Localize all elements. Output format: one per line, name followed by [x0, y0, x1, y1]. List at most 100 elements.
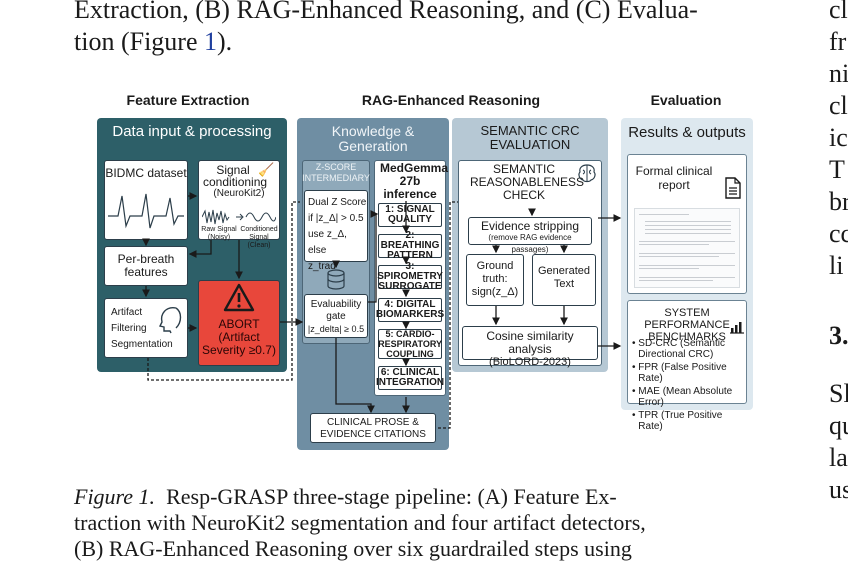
step-6: 6: CLINICAL INTEGRATION — [375, 366, 445, 390]
flow-arrows — [142, 192, 622, 429]
artifact-line: Filtering — [111, 323, 147, 334]
zscore-line: z_trad — [308, 261, 336, 272]
step-1: 1: SIGNAL QUALITY — [378, 203, 442, 227]
stage-c-heading: Evaluation — [650, 92, 722, 108]
per-breath-features-label: Per-breath features — [117, 252, 175, 279]
abort-subtitle: (Artifact Severity ≥0.7) — [202, 330, 276, 357]
stage-b-panel-title: Knowledge & Generation — [331, 123, 415, 154]
body-text-line: tion (Figure 1). — [74, 26, 232, 57]
dataset-label: BIDMC dataset — [105, 166, 187, 180]
document-icon — [725, 177, 741, 199]
signal-conditioning-box: Signal conditioning (NeuroKit2) — [198, 160, 280, 240]
ground-truth-label: Ground truth: sign(z_Δ) — [471, 260, 519, 298]
step-4: 4: DIGITAL BIOMARKERS — [375, 298, 445, 322]
stage-a-panel-title: Data input & processing — [112, 123, 272, 140]
body-text-segment: ). — [217, 27, 233, 56]
benchmark-label: MAE (Mean Absolute Error) — [638, 386, 733, 408]
bullet-icon: • — [632, 410, 639, 421]
right-column-fragment: T — [829, 155, 845, 184]
cosine-title: Cosine similarity analysis — [486, 329, 574, 356]
right-column-fragment: br — [829, 187, 848, 216]
head-profile-icon — [158, 307, 182, 334]
per-breath-features-box: Per-breath features — [104, 246, 188, 286]
zscore-line: use z_Δ, else — [308, 229, 347, 256]
caption-line: Figure 1. Resp-GRASP three-stage pipelin… — [74, 484, 617, 510]
cosine-similarity-box: Cosine similarity analysis (BioLORD-2023… — [462, 326, 598, 368]
benchmark-item: • FPR (False Positive Rate) — [632, 362, 744, 384]
clinical-prose-label: CLINICAL PROSE & EVIDENCE CITATIONS — [320, 417, 426, 440]
right-column-fragment: cc — [829, 219, 848, 248]
artifact-line: Artifact — [111, 307, 143, 318]
right-column-fragment: 3. — [829, 321, 848, 350]
dataset-box: BIDMC dataset — [104, 160, 188, 240]
right-column-fragment: ic — [829, 123, 848, 152]
caption-line: (B) RAG-Enhanced Reasoning over six guar… — [74, 536, 632, 561]
medgemma-title: MedGemma 27b inference — [380, 161, 449, 201]
generated-text-box: Generated Text — [532, 254, 596, 306]
semantic-crc-title: SEMANTIC CRC EVALUATION — [480, 123, 580, 152]
benchmark-item: • TPR (True Positive Rate) — [632, 410, 744, 432]
benchmark-item: • SD-CRC (Semantic Directional CRC) — [632, 338, 744, 360]
generated-text-label: Generated Text — [538, 265, 590, 290]
benchmark-label: SD-CRC (Semantic Directional CRC) — [638, 338, 725, 360]
signal-conditioning-title: Signal conditioning — [203, 163, 268, 189]
benchmark-label: FPR (False Positive Rate) — [638, 362, 727, 384]
benchmark-label: TPR (True Positive Rate) — [638, 410, 723, 432]
raw-signal-label: Raw Signal (Noisy) — [201, 226, 237, 241]
step-3: 3: SPIROMETRY SURROGATE — [377, 261, 443, 292]
stage-b-heading: RAG-Enhanced Reasoning — [361, 92, 541, 108]
stage-c-panel-title: Results & outputs — [628, 124, 746, 141]
bullet-icon: • — [632, 386, 639, 397]
cosine-subtitle: (BioLORD-2023) — [489, 356, 571, 368]
bullet-icon: • — [632, 362, 639, 373]
caption-label: Figure 1. — [74, 484, 156, 509]
stage-a-heading: Feature Extraction — [126, 92, 250, 108]
benchmark-item: • MAE (Mean Absolute Error) — [632, 386, 744, 408]
right-column-fragment: cl — [829, 91, 848, 120]
zscore-title: Z-SCORE INTERMEDIARY — [302, 162, 370, 183]
benchmarks-title: SYSTEM PERFORMANCE BENCHMARKS — [644, 307, 730, 343]
right-column-fragment: Sl — [829, 379, 848, 408]
reasonableness-title: SEMANTIC REASONABLENESS CHECK — [470, 162, 585, 202]
conditioned-signal-label: Conditioned Signal (Clean) — [240, 226, 278, 249]
ground-truth-box: Ground truth: sign(z_Δ) — [466, 254, 524, 306]
report-thumbnail — [634, 208, 740, 288]
gate-line: |z_delta| ≥ 0.5 — [307, 324, 365, 334]
step-5: 5: CARDIO-RESPIRATORY COUPLING — [378, 329, 442, 359]
artifact-line: Segmentation — [111, 339, 173, 350]
signal-waveform-icon — [202, 209, 276, 225]
right-column-fragment: cl — [829, 0, 848, 24]
body-text-segment: tion (Figure — [74, 27, 204, 56]
right-column-fragment: fr — [829, 27, 847, 56]
report-title: Formal clinical report — [635, 164, 713, 192]
gate-line: gate — [326, 311, 346, 322]
right-column-fragment: ni — [829, 59, 848, 88]
evidence-stripping-box: Evidence stripping (remove RAG evidence … — [468, 217, 592, 254]
benchmarks-panel — [627, 300, 747, 404]
right-column-fragment: la — [829, 443, 848, 472]
benchmarks-list: • SD-CRC (Semantic Directional CRC) • FP… — [632, 338, 744, 432]
abort-label: ABORT (Artifact Severity ≥0.7) — [198, 318, 280, 357]
right-column-fragment: us — [829, 475, 848, 504]
right-column-fragment: li — [829, 251, 844, 280]
step-2: 2: BREATHING PATTERN — [378, 231, 442, 261]
dual-zscore-box: Dual Z Score if |z_Δ| > 0.5 use z_Δ, els… — [304, 190, 368, 272]
warning-icon — [223, 283, 255, 312]
caption-text: Resp-GRASP three-stage pipeline: (A) Fea… — [166, 484, 617, 509]
body-text-line: Extraction, (B) RAG-Enhanced Reasoning, … — [74, 0, 698, 24]
evidence-subtitle: (remove RAG evidence passages) — [488, 233, 572, 254]
clinical-prose-box: CLINICAL PROSE & EVIDENCE CITATIONS — [310, 413, 436, 443]
ecg-waveform-icon — [108, 193, 184, 229]
evaluability-gate-box: Evaluability gate |z_delta| ≥ 0.5 — [304, 294, 368, 338]
bar-chart-icon — [730, 322, 744, 334]
signal-conditioning-subtitle: (NeuroKit2) — [213, 188, 265, 199]
bullet-icon: • — [632, 338, 639, 349]
right-column-fragment: qu — [829, 411, 848, 440]
caption-line: traction with NeuroKit2 segmentation and… — [74, 510, 646, 535]
zscore-line: if |z_Δ| > 0.5 — [308, 213, 364, 224]
broom-icon: 🧹 — [258, 162, 275, 177]
evidence-title: Evidence stripping — [480, 219, 580, 233]
brain-icon — [578, 164, 596, 183]
figure-reference-link[interactable]: 1 — [204, 27, 217, 56]
zscore-line: Dual Z Score — [308, 197, 367, 208]
